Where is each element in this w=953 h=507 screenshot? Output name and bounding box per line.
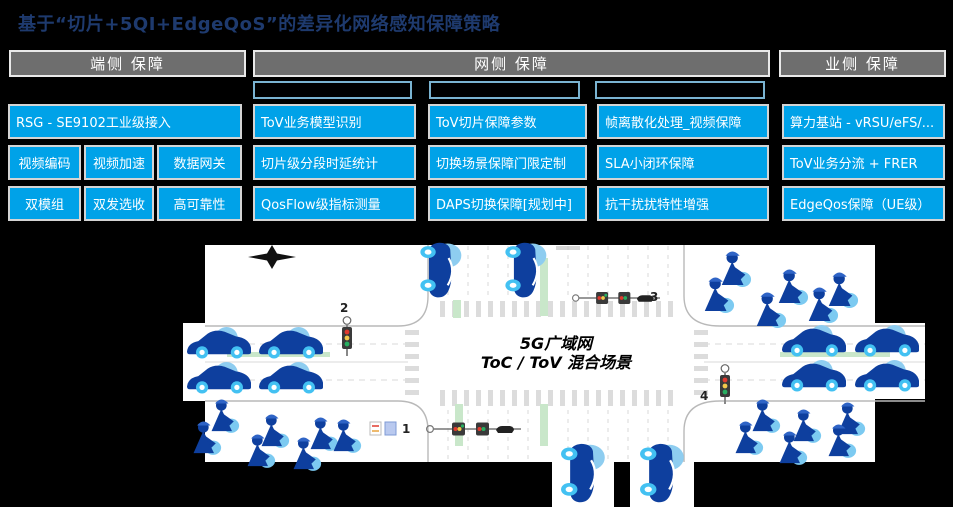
crosswalks [405,301,708,406]
device-box-dual-module: 双模组 [8,186,81,221]
network-box-tov-model: ToV业务模型识别 [253,104,416,139]
network-box-anti-interf: 抗干扰扰特性增强 [597,186,769,221]
compass-icon [248,245,296,269]
marker-2: 2 [340,301,349,315]
device-access-box: RSG - SE9102工业级接入 [8,104,242,139]
marker-4: 4 [700,389,709,403]
device-box-video-encode: 视频编码 [8,145,81,180]
network-box-slice-latency: 切片级分段时延统计 [253,145,416,180]
device-box-reliability: 高可靠性 [157,186,242,221]
scene-caption-line1: 5G广域网 [519,334,593,353]
header-business-side: 业侧 保障 [779,50,946,77]
intersection-scene-svg [183,241,925,507]
scene-caption: 5G广域网 ToC / ToV 混合场景 [456,334,656,372]
marker-1: 1 [402,422,411,436]
business-box-compute-station: 算力基站 - vRSU/eFS/... [782,104,945,139]
intersection-scene: 5G广域网 ToC / ToV 混合场景 1 2 3 4 [180,238,925,507]
network-box-qosflow: QosFlow级指标测量 [253,186,416,221]
header-device-side: 端侧 保障 [9,50,246,77]
device-box-video-accel: 视频加速 [84,145,154,180]
network-box-daps: DAPS切换保障[规划中] [428,186,587,221]
network-box-slice-params: ToV切片保障参数 [428,104,587,139]
header-network-side: 网侧 保障 [253,50,770,77]
scene-caption-line2: ToC / ToV 混合场景 [480,353,632,373]
group-bracket-2 [429,81,580,99]
network-box-handover-limit: 切换场景保障门限定制 [428,145,587,180]
roads [205,245,925,462]
business-box-tov-split: ToV业务分流 + FRER [782,145,945,180]
group-bracket-1 [253,81,412,99]
group-bracket-3 [595,81,765,99]
network-box-sla-loop: SLA小闭环保障 [597,145,769,180]
network-box-frame-discrete: 帧离散化处理_视频保障 [597,104,769,139]
slide-title: 基于“切片+5QI+EdgeQoS”的差异化网络感知保障策略 [18,14,501,35]
road-label-smudge [556,246,580,250]
business-box-edgeqos: EdgeQos保障（UE级） [782,186,945,221]
legend-chips [369,421,397,436]
marker-3: 3 [650,290,659,304]
device-box-dual-send: 双发选收 [84,186,154,221]
device-box-data-gateway: 数据网关 [157,145,242,180]
